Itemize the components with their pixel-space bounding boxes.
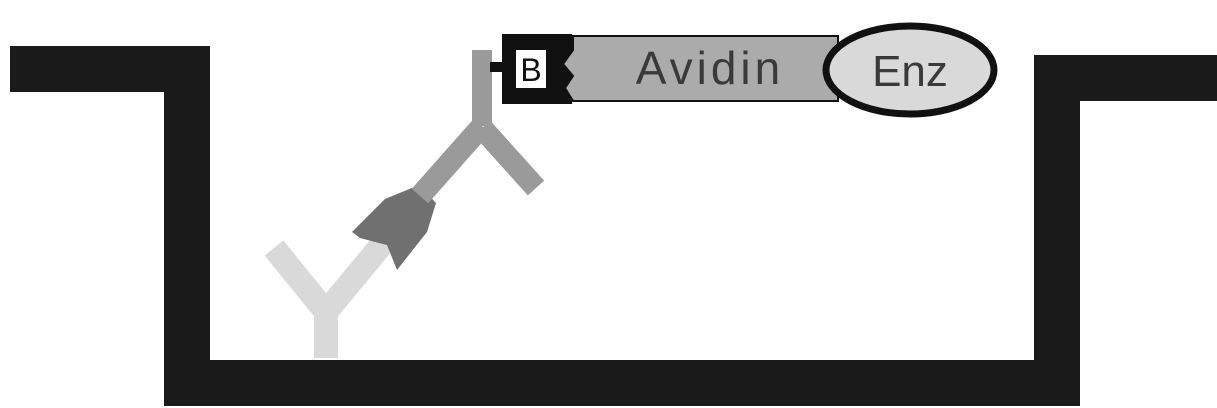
- biotin: B: [490, 34, 572, 104]
- biotin-linker: [490, 62, 504, 72]
- detection-antibody: [411, 50, 545, 204]
- enzyme: [822, 22, 998, 118]
- enzyme-label: Enz: [872, 47, 948, 96]
- well-outline: [10, 46, 1217, 406]
- biotin-inner-box: [516, 50, 546, 88]
- capture-antibody: [264, 234, 394, 358]
- biotin-label: B: [520, 52, 541, 88]
- detection-antibody-lower-arm: [473, 120, 545, 196]
- capture-antibody-right-arm: [316, 234, 394, 320]
- capture-antibody-left-arm: [264, 240, 336, 320]
- avidin-label: Avidin: [636, 42, 784, 94]
- antigen: [352, 185, 436, 270]
- detection-antibody-stem: [411, 118, 491, 204]
